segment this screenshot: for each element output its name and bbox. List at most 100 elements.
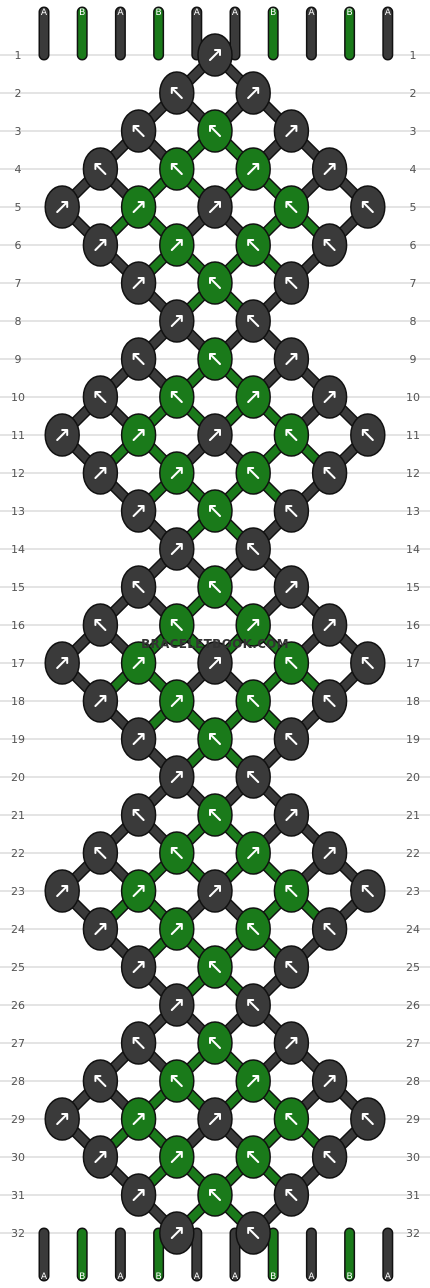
knot[interactable] bbox=[311, 1135, 348, 1179]
knot[interactable] bbox=[82, 907, 119, 951]
knot[interactable] bbox=[197, 1021, 233, 1065]
knot[interactable] bbox=[273, 717, 310, 761]
knot[interactable] bbox=[82, 1135, 119, 1179]
knot[interactable] bbox=[120, 1021, 157, 1065]
knot[interactable] bbox=[273, 185, 310, 229]
knot[interactable] bbox=[120, 261, 157, 305]
knot[interactable] bbox=[197, 641, 233, 685]
knot[interactable] bbox=[273, 1173, 310, 1217]
knot[interactable] bbox=[159, 527, 195, 571]
knot[interactable] bbox=[197, 717, 233, 761]
knot[interactable] bbox=[311, 603, 348, 647]
knot[interactable] bbox=[44, 1097, 80, 1141]
knot[interactable] bbox=[82, 451, 119, 495]
knot[interactable] bbox=[159, 755, 195, 799]
knot[interactable] bbox=[120, 793, 157, 837]
knot[interactable] bbox=[159, 603, 195, 647]
knot[interactable] bbox=[235, 831, 271, 875]
knot[interactable] bbox=[197, 185, 233, 229]
knot[interactable] bbox=[197, 489, 233, 533]
knot[interactable] bbox=[159, 147, 195, 191]
knot[interactable] bbox=[273, 1097, 310, 1141]
knot[interactable] bbox=[82, 1059, 119, 1103]
knot[interactable] bbox=[273, 261, 310, 305]
knot[interactable] bbox=[159, 71, 195, 115]
knot[interactable] bbox=[235, 299, 271, 343]
knot[interactable] bbox=[120, 869, 157, 913]
knot[interactable] bbox=[311, 223, 348, 267]
knot[interactable] bbox=[82, 831, 119, 875]
knot[interactable] bbox=[273, 337, 310, 381]
knot[interactable] bbox=[159, 1059, 195, 1103]
knot[interactable] bbox=[120, 109, 157, 153]
knot[interactable] bbox=[235, 147, 271, 191]
knot[interactable] bbox=[159, 451, 195, 495]
knot[interactable] bbox=[159, 223, 195, 267]
knot[interactable] bbox=[120, 337, 157, 381]
knot[interactable] bbox=[235, 603, 271, 647]
knot[interactable] bbox=[120, 185, 157, 229]
knot[interactable] bbox=[273, 641, 310, 685]
knot[interactable] bbox=[235, 1211, 271, 1255]
knot[interactable] bbox=[159, 831, 195, 875]
knot[interactable] bbox=[235, 223, 271, 267]
knot[interactable] bbox=[197, 793, 233, 837]
knot[interactable] bbox=[197, 565, 233, 609]
knot[interactable] bbox=[159, 983, 195, 1027]
knot[interactable] bbox=[82, 375, 119, 419]
knot[interactable] bbox=[350, 1097, 386, 1141]
knot[interactable] bbox=[273, 945, 310, 989]
knot[interactable] bbox=[235, 1059, 271, 1103]
knot[interactable] bbox=[350, 869, 386, 913]
knot[interactable] bbox=[159, 907, 195, 951]
knot[interactable] bbox=[235, 527, 271, 571]
knot[interactable] bbox=[82, 147, 119, 191]
knot[interactable] bbox=[44, 869, 80, 913]
knot[interactable] bbox=[350, 185, 386, 229]
knot[interactable] bbox=[197, 33, 233, 77]
knot[interactable] bbox=[311, 679, 348, 723]
knot[interactable] bbox=[44, 641, 80, 685]
knot[interactable] bbox=[311, 451, 348, 495]
knot[interactable] bbox=[273, 1021, 310, 1065]
knot[interactable] bbox=[350, 413, 386, 457]
knot[interactable] bbox=[120, 413, 157, 457]
knot[interactable] bbox=[235, 71, 271, 115]
knot[interactable] bbox=[197, 945, 233, 989]
knot[interactable] bbox=[197, 109, 233, 153]
knot[interactable] bbox=[120, 1173, 157, 1217]
knot[interactable] bbox=[120, 717, 157, 761]
knot[interactable] bbox=[197, 869, 233, 913]
knot[interactable] bbox=[273, 489, 310, 533]
knot[interactable] bbox=[197, 1097, 233, 1141]
knot[interactable] bbox=[82, 679, 119, 723]
knot[interactable] bbox=[120, 945, 157, 989]
knot[interactable] bbox=[197, 1173, 233, 1217]
knot[interactable] bbox=[159, 299, 195, 343]
knot[interactable] bbox=[159, 1135, 195, 1179]
knot[interactable] bbox=[273, 413, 310, 457]
knot[interactable] bbox=[197, 337, 233, 381]
knot[interactable] bbox=[273, 109, 310, 153]
knot[interactable] bbox=[235, 451, 271, 495]
knot[interactable] bbox=[44, 185, 80, 229]
knot[interactable] bbox=[273, 565, 310, 609]
knot[interactable] bbox=[82, 603, 119, 647]
knot[interactable] bbox=[197, 413, 233, 457]
knot[interactable] bbox=[159, 375, 195, 419]
knot[interactable] bbox=[235, 1135, 271, 1179]
knot[interactable] bbox=[159, 1211, 195, 1255]
knot[interactable] bbox=[273, 793, 310, 837]
knot[interactable] bbox=[273, 869, 310, 913]
knot[interactable] bbox=[120, 565, 157, 609]
knot[interactable] bbox=[311, 375, 348, 419]
knot[interactable] bbox=[82, 223, 119, 267]
knot[interactable] bbox=[311, 1059, 348, 1103]
knot[interactable] bbox=[235, 755, 271, 799]
knot[interactable] bbox=[311, 907, 348, 951]
knot[interactable] bbox=[120, 489, 157, 533]
knot[interactable] bbox=[311, 147, 348, 191]
knot[interactable] bbox=[235, 907, 271, 951]
knot[interactable] bbox=[350, 641, 386, 685]
knot[interactable] bbox=[235, 679, 271, 723]
